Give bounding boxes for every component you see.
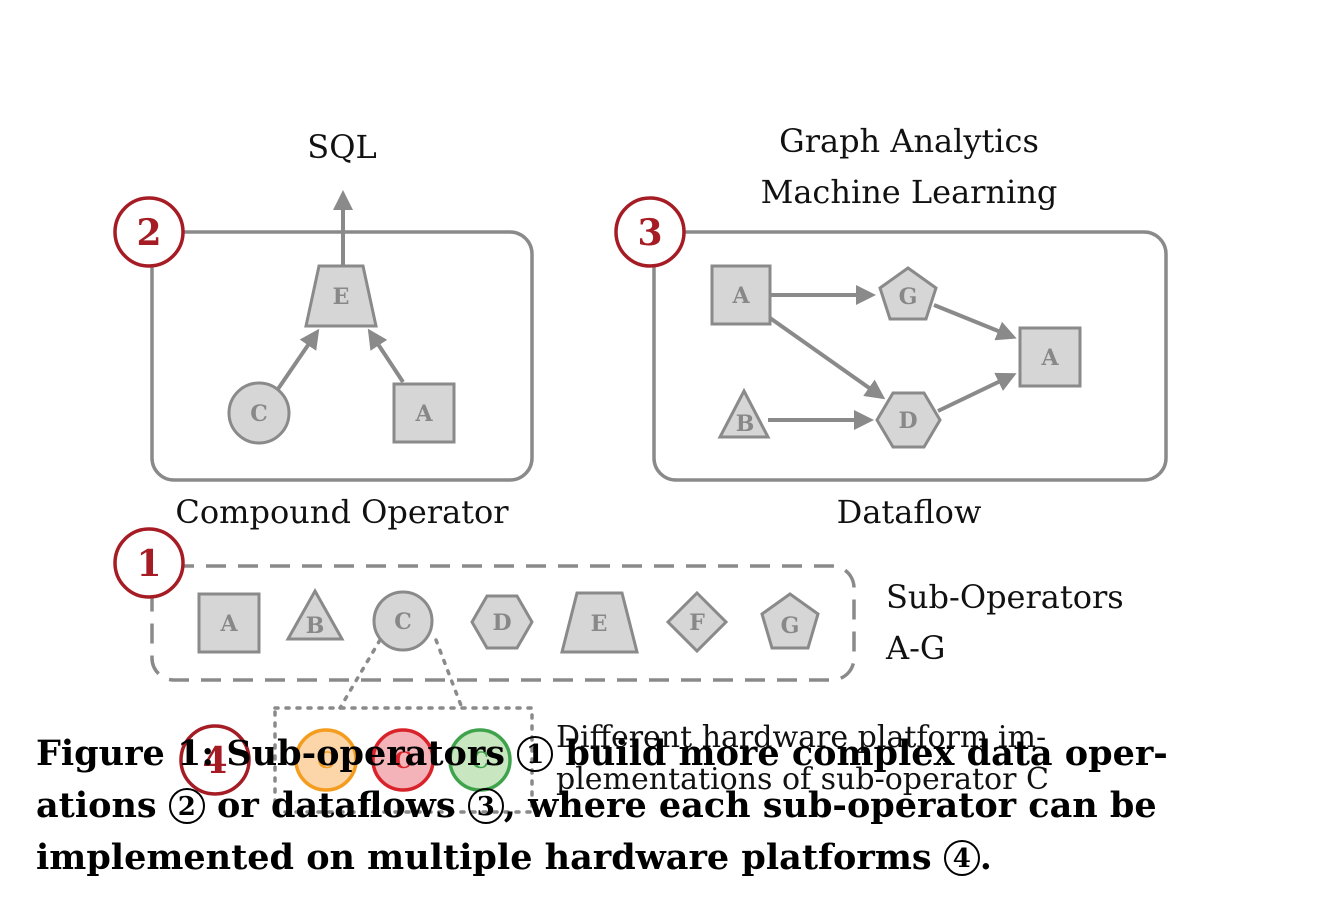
caption-circled-4: 4 xyxy=(943,840,980,876)
node-a-input-label: A xyxy=(731,283,750,309)
node-d-hexagon xyxy=(875,391,942,449)
subop-d-label: D xyxy=(492,610,511,636)
node-e-label: E xyxy=(333,284,350,310)
subop-f-diamond xyxy=(665,590,729,654)
zoom-line-left xyxy=(338,638,382,710)
impl-c-green-label: C xyxy=(471,748,489,774)
compound-operator-panel: SQL E C A 2 Compound Operator xyxy=(113,128,534,531)
subop-c-circle xyxy=(372,590,434,652)
zoom-line-right xyxy=(434,638,464,710)
subop-c-label: C xyxy=(394,609,412,635)
node-c-circle xyxy=(227,381,291,445)
impl-c-orange-label: C xyxy=(317,748,335,774)
node-g-pentagon xyxy=(878,266,938,321)
caption-part2: or dataflows xyxy=(204,785,468,826)
node-a-output-label: A xyxy=(1040,345,1059,371)
badge-3 xyxy=(614,196,686,268)
node-g-label: G xyxy=(899,284,918,310)
subop-e-trapezoid xyxy=(560,591,639,654)
node-d-label: D xyxy=(898,408,917,434)
machine-learning-label: Machine Learning xyxy=(761,173,1058,211)
suboperators-dashed-box xyxy=(150,564,856,682)
badge-1 xyxy=(113,527,185,599)
sql-label: SQL xyxy=(307,128,376,166)
subop-a-square xyxy=(197,592,261,654)
node-b-label: B xyxy=(736,411,755,437)
graph-analytics-label: Graph Analytics xyxy=(779,122,1039,160)
subop-d-hexagon xyxy=(470,594,534,650)
badge-4 xyxy=(179,724,251,796)
compound-operator-caption: Compound Operator xyxy=(175,493,509,531)
arrow-d-to-a xyxy=(937,372,1017,413)
caption-suffix: . xyxy=(979,837,992,878)
node-b-triangle xyxy=(717,387,771,439)
dataflow-caption: Dataflow xyxy=(837,493,982,531)
node-a-square xyxy=(392,382,456,444)
implementations-label-line2: plementations of sub-operator C xyxy=(556,762,1049,797)
node-e-trapezoid xyxy=(304,264,378,328)
suboperators-panel: A B C D E F G 1 Sub-Operators A-G xyxy=(113,527,1124,682)
badge-2 xyxy=(113,196,185,268)
subop-b-triangle xyxy=(285,587,345,641)
subop-f-label: F xyxy=(689,610,705,636)
subop-a-label: A xyxy=(219,611,238,637)
badge-2-label: 2 xyxy=(136,212,161,254)
caption-circled-3: 3 xyxy=(467,788,504,824)
badge-4-label: 4 xyxy=(202,740,227,782)
figure-caption: Figure 1: Sub-operators 1 build more com… xyxy=(36,728,1286,884)
impl-c-orange-circle xyxy=(294,728,358,792)
caption-part3: , where each sub-operator can be impleme… xyxy=(36,785,1157,878)
node-a-label: A xyxy=(414,401,433,427)
dataflow-box xyxy=(652,230,1168,482)
impl-c-red-label: C xyxy=(394,748,412,774)
badge-1-label: 1 xyxy=(136,543,161,585)
impl-c-red-circle xyxy=(371,728,435,792)
arrow-a-to-d xyxy=(768,316,886,400)
implementations-label-line1: Different hardware platform im- xyxy=(556,720,1046,755)
dataflow-panel: Graph Analytics Machine Learning A G B D… xyxy=(614,122,1168,531)
subop-g-pentagon xyxy=(760,592,820,650)
suboperators-range-label: A-G xyxy=(885,629,945,667)
node-c-label: C xyxy=(250,401,268,427)
subop-e-label: E xyxy=(591,611,608,637)
caption-circled-2: 2 xyxy=(168,788,205,824)
badge-3-label: 3 xyxy=(637,212,662,254)
suboperators-label: Sub-Operators xyxy=(886,578,1124,616)
node-a-output-square xyxy=(1018,326,1082,388)
arrow-g-to-a xyxy=(933,303,1017,341)
subop-g-label: G xyxy=(781,613,800,639)
caption-circled-1: 1 xyxy=(517,736,554,772)
arrow-c-to-e xyxy=(276,328,320,391)
caption-part1: build more complex data oper- ations xyxy=(36,733,1168,826)
arrow-a-to-e xyxy=(367,328,405,384)
caption-prefix: Figure 1: Sub-operators xyxy=(36,733,518,774)
subop-b-label: B xyxy=(306,613,325,639)
